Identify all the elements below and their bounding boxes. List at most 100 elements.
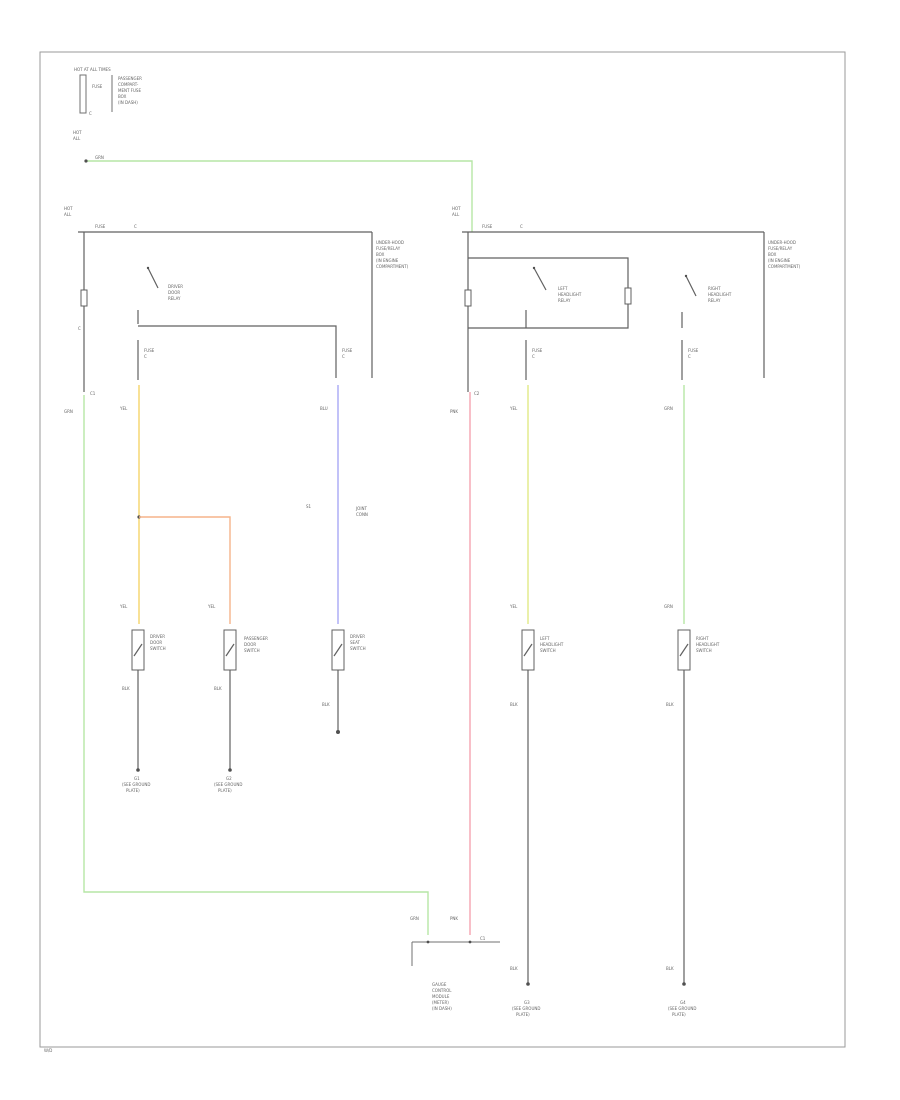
- relay-mid-pin-2: C: [532, 354, 535, 359]
- rh-sw-blk: BLK: [666, 702, 674, 707]
- left-box-note-1: UNDER-HOOD: [376, 240, 404, 245]
- right-box-note-3: BOX: [768, 252, 777, 257]
- relay-right-pin: FUSE: [688, 348, 699, 353]
- unit-2: CONTROL: [432, 988, 452, 993]
- passenger-sw-blk: BLK: [214, 686, 222, 691]
- unit-5: (IN DASH): [432, 1006, 452, 1011]
- left-headlight-branch: YEL YEL LEFT HEADLIGHT SWITCH BLK BLK G3…: [509, 385, 564, 1017]
- left-hot-label: HOT: [73, 130, 82, 135]
- sw-lh-2: HEADLIGHT: [540, 642, 564, 647]
- sw-rh-3: SWITCH: [696, 648, 712, 653]
- sw-seat-2: SEAT: [350, 640, 360, 645]
- relay-left-pin-r: FUSE: [342, 348, 353, 353]
- green-wire-top: [86, 160, 473, 232]
- top-fuse-id: FUSE: [92, 84, 103, 89]
- relay-right-2: HEADLIGHT: [708, 292, 732, 297]
- relay-mid-box: [468, 257, 629, 329]
- gnd-4: G4: [680, 1000, 686, 1005]
- relay-mid-2: HEADLIGHT: [558, 292, 582, 297]
- unit-1: GAUGE: [432, 982, 447, 987]
- gnd-3: G3: [524, 1000, 530, 1005]
- right-headlight-branch: GRN GRN RIGHT HEADLIGHT SWITCH BLK BLK G…: [664, 385, 720, 1017]
- relay-left-1: DRIVER: [168, 284, 183, 289]
- passenger-sw-wire: YEL: [207, 604, 216, 609]
- gnd-3c: PLATE): [516, 1012, 530, 1017]
- left-feed-branch: C C1 GRN: [64, 232, 429, 935]
- green-right-label-2: GRN: [664, 604, 673, 609]
- driver-sw-blk: BLK: [122, 686, 130, 691]
- sw-lh-3: SWITCH: [540, 648, 556, 653]
- left-fuse-hot: HOT: [64, 206, 73, 211]
- lime-wire-label: YEL: [509, 406, 518, 411]
- relay-left-3: RELAY: [168, 296, 181, 301]
- gnd-4c: PLATE): [672, 1012, 686, 1017]
- left-fuse: [80, 289, 88, 307]
- passenger-door-switch: PASSENGER DOOR SWITCH BLK G2 (SEE GROUND…: [214, 629, 268, 793]
- left-fuse-hot-2: ALL: [64, 212, 72, 217]
- gnd-1: G1: [134, 776, 140, 781]
- seat-sw-blk: BLK: [322, 702, 330, 707]
- top-fuse-block: HOT AT ALL TIMES FUSE PASSENGER COMPART-…: [74, 67, 142, 116]
- left-box-note-5: COMPARTMENT): [376, 264, 409, 269]
- left-fuse-bus: HOT ALL FUSE C UNDER-HOOD FUSE/RELAY BOX…: [64, 206, 409, 378]
- left-headlight-relay: LEFT HEADLIGHT RELAY FUSE C: [464, 232, 632, 392]
- relay-right-1: RIGHT: [708, 286, 721, 291]
- right-fuse-hot-2: ALL: [452, 212, 460, 217]
- top-fuse-note-4: BOX: [118, 94, 127, 99]
- gnd-1c: PLATE): [126, 788, 140, 793]
- sw-pass-1: PASSENGER: [244, 636, 268, 641]
- right-fuse-hot: HOT: [452, 206, 461, 211]
- ground-dot-right-headlight: [682, 982, 686, 986]
- sw-driver-3: SWITCH: [150, 646, 166, 651]
- joint-note-2: CONN: [356, 512, 368, 517]
- top-fuse-note-2: COMPART-: [118, 82, 139, 87]
- sw-lh-1: LEFT: [540, 636, 550, 641]
- relay-mid-pin: FUSE: [532, 348, 543, 353]
- lh-sw-blk-2: BLK: [510, 966, 518, 971]
- right-headlight-relay: RIGHT HEADLIGHT RELAY FUSE C: [681, 274, 732, 380]
- gnd-2b: (SEE GROUND: [214, 782, 242, 787]
- relay-mid-3: RELAY: [558, 298, 571, 303]
- right-box-note-2: FUSE/RELAY: [768, 246, 793, 251]
- top-fuse-label: HOT AT ALL TIMES: [74, 67, 111, 72]
- green-wire-left: [83, 395, 429, 935]
- unit-4: (METER): [432, 1000, 449, 1005]
- left-box-note-3: BOX: [376, 252, 385, 257]
- gnd-2: G2: [226, 776, 232, 781]
- sw-driver-2: DOOR: [150, 640, 162, 645]
- right-fuse-bus: HOT ALL FUSE C UNDER-HOOD FUSE/RELAY BOX…: [452, 206, 801, 378]
- footer-label: W/D: [44, 1048, 52, 1053]
- sw-driver-1: DRIVER: [150, 634, 165, 639]
- pink-wire-label: PNK: [450, 409, 458, 414]
- relay-left-pin-r2: C: [342, 354, 345, 359]
- ground-dot-left-headlight: [526, 982, 530, 986]
- ground-dot-driver: [136, 768, 140, 772]
- lime-wire-label-2: YEL: [509, 604, 518, 609]
- driver-door-switch: DRIVER DOOR SWITCH BLK G1 (SEE GROUND PL…: [122, 629, 166, 793]
- ground-dot-passenger: [228, 768, 232, 772]
- yellow-wire-driver-label: YEL: [119, 406, 128, 411]
- right-bus-label-2: C: [520, 224, 523, 229]
- right-box-note-1: UNDER-HOOD: [768, 240, 796, 245]
- left-bus-label: FUSE: [95, 224, 106, 229]
- gnd-4b: (SEE GROUND: [668, 1006, 696, 1011]
- sw-seat-1: DRIVER: [350, 634, 365, 639]
- driver-door-relay: DRIVER DOOR RELAY FUSE C FUSE C: [137, 266, 353, 380]
- top-fuse-pin: C: [89, 111, 92, 116]
- sw-rh-1: RIGHT: [696, 636, 709, 641]
- green-wire-label-bottom: GRN: [410, 916, 419, 921]
- splice-label: S1: [306, 504, 312, 509]
- relay-right-pin-2: C: [688, 354, 691, 359]
- left-bus-label-2: C: [134, 224, 137, 229]
- relay-left-bus: [138, 325, 337, 378]
- relay-mid-1: LEFT: [558, 286, 568, 291]
- sw-pass-2: DOOR: [244, 642, 256, 647]
- top-fuse-note-1: PASSENGER: [118, 76, 142, 81]
- lh-sw-blk: BLK: [510, 702, 518, 707]
- left-fuse-pin: C: [78, 326, 81, 331]
- left-feed-conn: C1: [90, 391, 96, 396]
- gauge-module-outline: [411, 941, 500, 966]
- sw-pass-3: SWITCH: [244, 648, 260, 653]
- relay-left-2: DOOR: [168, 290, 180, 295]
